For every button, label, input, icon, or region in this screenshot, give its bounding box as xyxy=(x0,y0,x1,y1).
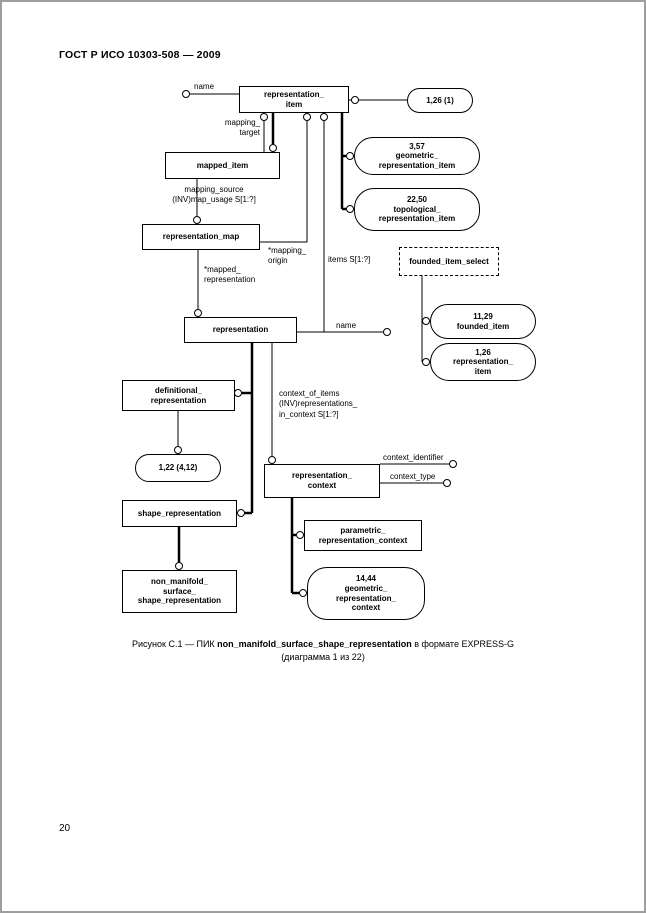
entity-parametric-representation-context: parametric_ representation_context xyxy=(304,520,422,551)
page-ref-representation-item: 1,26 representation_ item xyxy=(430,343,536,381)
caption-entity-name: non_manifold_surface_shape_representatio… xyxy=(217,639,412,649)
page-ref-geometric-representation-item: 3,57 geometric_ representation_item xyxy=(354,137,480,175)
attr-label-mapping-target: mapping_ target xyxy=(224,118,260,138)
page-ref-1-26-1: 1,26 (1) xyxy=(407,88,473,113)
caption-prefix: Рисунок С.1 — ПИК xyxy=(132,639,218,649)
entity-representation: representation xyxy=(184,317,297,343)
page-number: 20 xyxy=(59,823,71,834)
figure-caption-line1: Рисунок С.1 — ПИК non_manifold_surface_s… xyxy=(2,638,644,651)
entity-definitional-representation: definitional_ representation xyxy=(122,380,235,411)
entity-non-manifold-surface-shape-representation: non_manifold_ surface_ shape_representat… xyxy=(122,570,237,613)
page-ref-founded-item: 11,29 founded_item xyxy=(430,304,536,339)
attr-label-context-of-items: context_of_items (INV)representations_ i… xyxy=(279,389,358,419)
select-type-founded-item-select: founded_item_select xyxy=(399,247,499,276)
figure-caption-line2: (диаграмма 1 из 22) xyxy=(281,652,365,663)
attr-label-mapped-representation: *mapped_ representation xyxy=(204,265,256,285)
attr-label-mapping-source: mapping_source (INV)map_usage S[1:?] xyxy=(172,185,256,205)
attr-label-name-representation: name xyxy=(336,321,357,330)
entity-shape-representation: shape_representation xyxy=(122,500,237,527)
entity-representation-map: representation_map xyxy=(142,224,260,250)
attr-label-mapping-origin: *mapping_ origin xyxy=(268,246,307,266)
page-ref-1-22-4-12: 1,22 (4,12) xyxy=(135,454,221,482)
entity-representation-context: representation_ context xyxy=(264,464,380,498)
attr-label-name-representation-item: name xyxy=(194,82,215,91)
entity-mapped-item: mapped_item xyxy=(165,152,280,179)
figure-caption: Рисунок С.1 — ПИК non_manifold_surface_s… xyxy=(2,638,644,664)
attr-label-items: items S[1:?] xyxy=(328,255,371,264)
page-ref-topological-representation-item: 22,50 topological_ representation_item xyxy=(354,188,480,231)
thick-subtype-lines xyxy=(177,113,346,595)
page-ref-geometric-representation-context: 14,44 geometric_ representation_ context xyxy=(307,567,425,620)
document-header: ГОСТ Р ИСО 10303-508 — 2009 xyxy=(59,49,221,61)
relation-end-circles xyxy=(174,90,457,597)
attr-label-context-type: context_type xyxy=(390,472,436,481)
thin-attribute-lines xyxy=(177,93,449,484)
caption-suffix: в формате EXPRESS-G xyxy=(411,639,514,649)
entity-representation-item: representation_ item xyxy=(239,86,349,113)
attr-label-context-identifier: context_identifier xyxy=(383,453,444,462)
